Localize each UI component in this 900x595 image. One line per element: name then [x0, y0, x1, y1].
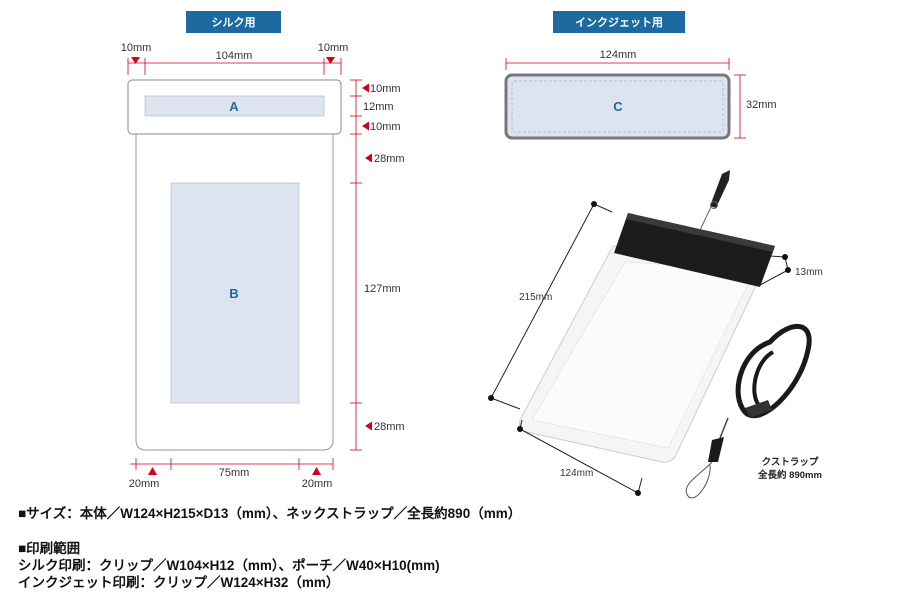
product-dimensions [490, 203, 789, 494]
silk-bottom-right-label: 20mm [302, 478, 333, 490]
size-line: ■サイズ：本体／W124×H215×D13（mm）、ネックストラップ／全長約89… [18, 506, 522, 521]
arrow-down-right [326, 57, 335, 64]
arrow-down-left [131, 57, 140, 64]
arrow-up-left [148, 467, 157, 475]
dim-dot [591, 201, 597, 207]
inkjet-dimensions [505, 58, 746, 139]
strap-note-line-2: 全長約 890mm [758, 470, 822, 481]
silk-print-line: シルク印刷：クリップ／W104×H12（mm）、ポーチ／W40×H10(mm) [18, 558, 440, 573]
arrow-up-right [312, 467, 321, 475]
silk-bottom-dimension [130, 458, 334, 470]
silk-top-right-label: 10mm [318, 42, 349, 54]
inkjet-clip [504, 73, 731, 140]
silk-bottom-left-label: 20mm [129, 478, 160, 490]
dim-dot [488, 395, 494, 401]
silk-right-2-label: 12mm [363, 101, 394, 113]
product-height-label: 215mm [519, 292, 552, 303]
arrow-left-3 [362, 121, 369, 131]
inkjet-print-area [511, 80, 724, 133]
dim-dot [782, 254, 788, 260]
silk-badge: シルク用 [186, 11, 281, 33]
dim-dot [635, 490, 641, 496]
silk-right-1-label: 10mm [370, 83, 401, 95]
inkjet-width-label: 124mm [600, 49, 637, 61]
arrow-left-4 [365, 153, 372, 163]
arrow-left-6 [365, 421, 372, 431]
silk-right-dimension [350, 79, 362, 451]
silk-bottom-center-label: 75mm [219, 467, 250, 479]
silk-right-4-label: 28mm [374, 153, 405, 165]
silk-top-left-label: 10mm [121, 42, 152, 54]
product-width-label: 124mm [560, 468, 593, 479]
product-illustration [519, 170, 812, 499]
zone-b-label: B [229, 286, 238, 301]
product-clip-depth-label: 13mm [795, 267, 823, 278]
silk-right-5-label: 127mm [364, 283, 401, 295]
silk-right-6-label: 28mm [374, 421, 405, 433]
zone-a-label: A [229, 99, 239, 114]
silk-top-center-label: 104mm [216, 50, 253, 62]
inkjet-badge: インクジェット用 [553, 11, 685, 33]
dim-dot [517, 426, 523, 432]
print-area-b [170, 182, 300, 404]
inkjet-height-label: 32mm [746, 99, 777, 111]
dim-dot [785, 267, 791, 273]
print-heading: ■印刷範囲 [18, 541, 81, 556]
arrow-left-1 [362, 83, 369, 93]
strap-note-line-1: クストラップ [761, 457, 819, 468]
silk-right-3-label: 10mm [370, 121, 401, 133]
inkjet-print-line: インクジェット印刷：クリップ／W124×H32（mm） [18, 575, 340, 590]
strap-note: クストラップ 全長約 890mm [740, 456, 840, 482]
print-area-a [144, 95, 325, 117]
silk-top-dimension [127, 58, 342, 75]
zone-c-label: C [613, 99, 623, 114]
